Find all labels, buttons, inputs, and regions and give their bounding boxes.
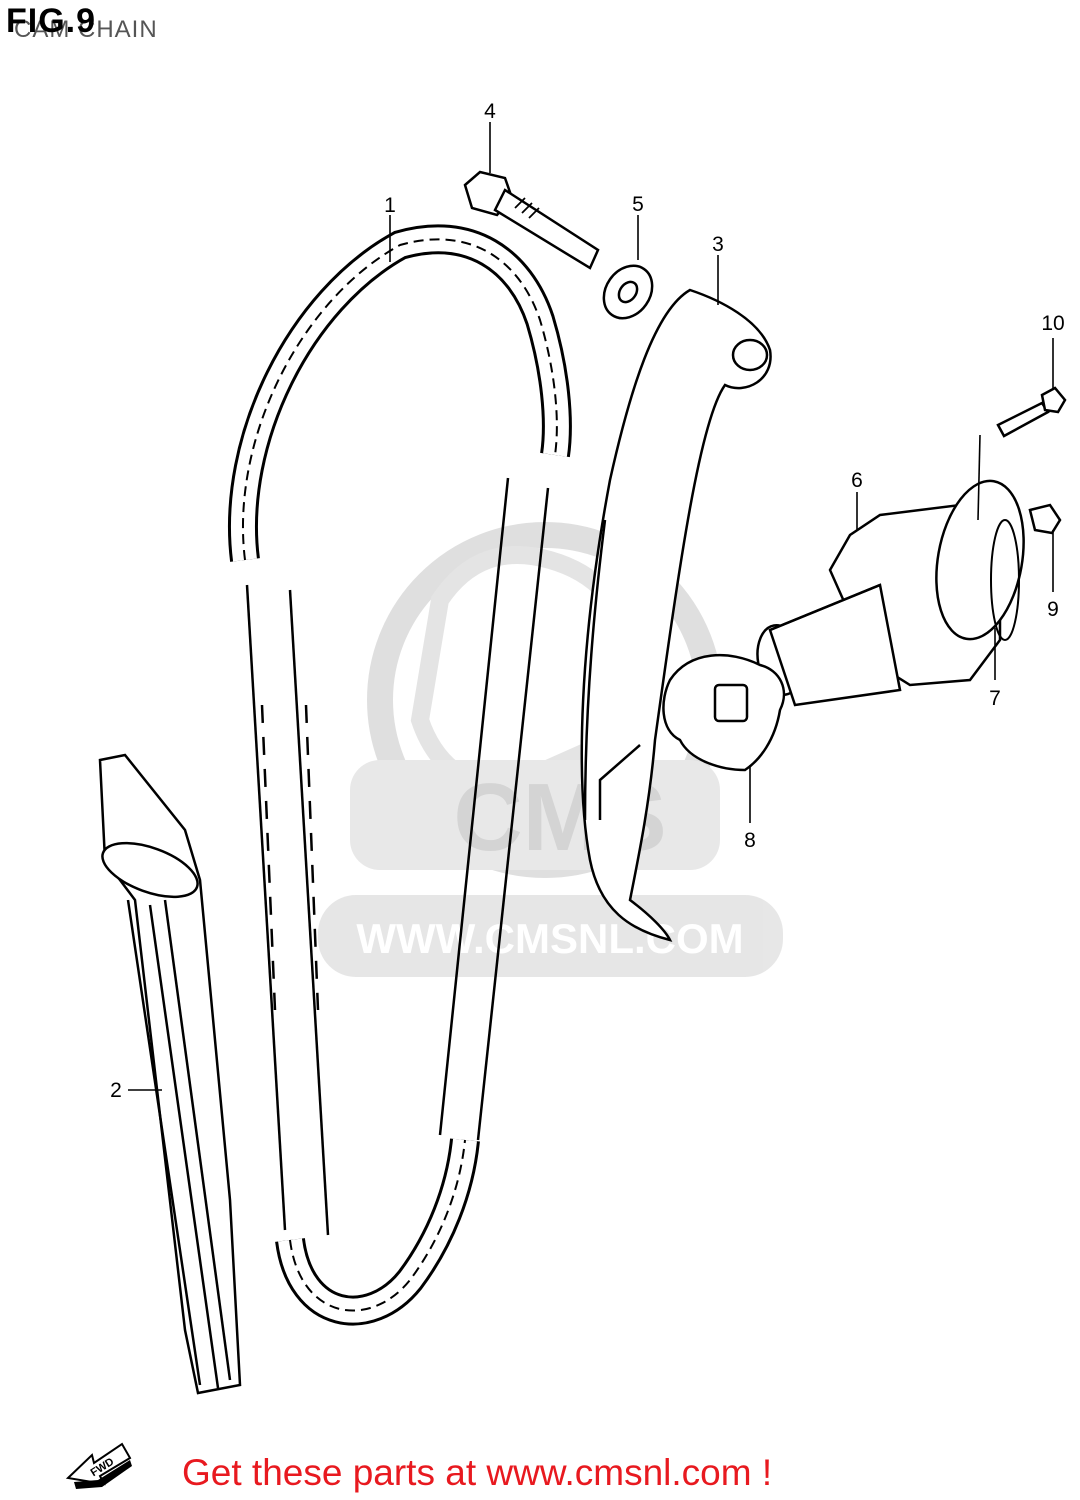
part-number-labels: 1 2 3 4 5 6 7 8 9 10 bbox=[110, 100, 1065, 1102]
part-label-2: 2 bbox=[110, 1079, 122, 1102]
watermark-url-plate bbox=[318, 895, 783, 977]
part-label-3: 3 bbox=[712, 233, 724, 256]
part-label-4: 4 bbox=[484, 100, 496, 123]
cam-chain-top-links bbox=[227, 224, 572, 562]
figure-title: FIG.9 bbox=[6, 2, 97, 40]
part-label-9: 9 bbox=[1047, 598, 1059, 621]
leader-lines bbox=[128, 122, 1054, 1091]
tensioner-mount-bolt bbox=[996, 386, 1067, 438]
tensioner-bolt bbox=[463, 170, 600, 270]
tensioner-cap bbox=[1028, 503, 1062, 535]
cam-chain-tensioner-assy bbox=[756, 479, 1025, 707]
watermark-url-text: WWW.CMSNL.COM bbox=[356, 915, 743, 962]
cam-chain-tensioner-arm bbox=[580, 288, 772, 942]
cam-chain-left-run bbox=[245, 584, 287, 1231]
tensioner-gasket-plate bbox=[662, 654, 786, 772]
buy-parts-link[interactable]: Get these parts at www.cmsnl.com ! bbox=[182, 1452, 773, 1493]
part-label-8: 8 bbox=[744, 829, 756, 852]
part-label-1: 1 bbox=[384, 194, 396, 217]
tensioner-gasket bbox=[990, 519, 1020, 641]
washer bbox=[602, 264, 654, 320]
cam-chain bbox=[227, 224, 572, 1326]
part-label-7: 7 bbox=[989, 687, 1001, 710]
part-label-5: 5 bbox=[632, 193, 644, 216]
forward-direction-arrow-icon: FWD bbox=[65, 1442, 132, 1489]
part-label-10: 10 bbox=[1041, 312, 1064, 335]
figure-subtitle: CAM CHAIN bbox=[14, 16, 158, 43]
cam-chain-right-run bbox=[438, 477, 510, 1136]
part-label-6: 6 bbox=[851, 469, 863, 492]
cam-chain-guide bbox=[98, 753, 242, 1395]
